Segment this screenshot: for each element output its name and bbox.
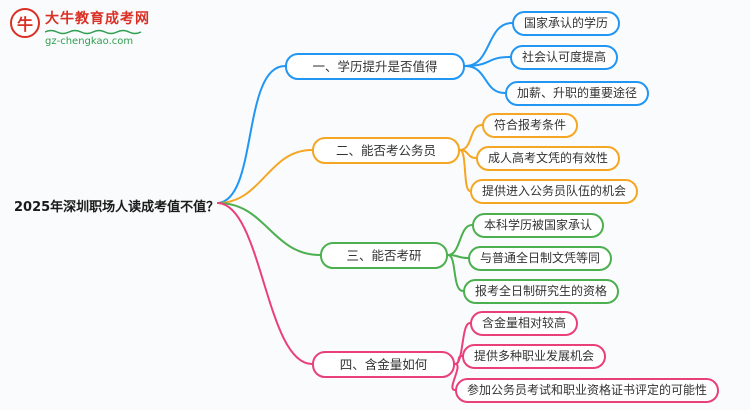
leaf-node-2-3: 提供进入公务员队伍的机会 <box>470 179 639 204</box>
leaf-node-4-1: 含金量相对较高 <box>470 311 579 336</box>
logo-text: 大牛教育成考网 gz-chengkao.com <box>45 8 150 47</box>
site-name: 大牛教育成考网 <box>45 11 150 27</box>
leaf-node-3-1: 本科学历被国家承认 <box>472 213 605 238</box>
connector-b3-l3 <box>447 254 464 292</box>
root-topic: 2025年深圳职场人读成考值不值？ <box>14 200 220 215</box>
site-logo: 牛 大牛教育成考网 gz-chengkao.com <box>10 8 150 47</box>
leaf-node-3-3: 报考全日制研究生的资格 <box>463 279 620 304</box>
leaf-node-1-3: 加薪、升职的重要途径 <box>505 81 650 106</box>
branch-node-3: 三、能否考研 <box>320 242 448 269</box>
connector-b4-l2 <box>454 355 463 365</box>
connector-b2-l2 <box>459 149 477 159</box>
bull-logo-icon: 牛 <box>10 8 40 38</box>
connector-root-branch1 <box>217 65 286 204</box>
connector-b3-l2 <box>447 254 469 259</box>
branch-node-1: 一、学历提升是否值得 <box>285 53 465 80</box>
leaf-node-4-3: 参加公务员考试和职业资格证书评定的可能性 <box>455 378 720 403</box>
leaf-node-2-2: 成人高考文凭的有效性 <box>476 146 621 171</box>
connector-b1-l1 <box>464 22 513 67</box>
leaf-node-4-2: 提供多种职业发展机会 <box>462 344 607 369</box>
leaf-node-1-1: 国家承认的学历 <box>512 11 621 36</box>
connector-b3-l1 <box>447 224 473 256</box>
logo-squiggle-icon <box>45 29 142 35</box>
leaf-node-2-1: 符合报考条件 <box>482 113 579 138</box>
connector-root-branch4 <box>217 202 313 365</box>
leaf-node-3-2: 与普通全日制文凭等同 <box>468 246 613 271</box>
site-url: gz-chengkao.com <box>45 36 134 47</box>
connector-root-branch2 <box>217 149 313 204</box>
branch-node-2: 二、能否考公务员 <box>312 137 460 164</box>
connector-b2-l1 <box>459 124 483 151</box>
connector-root-branch3 <box>217 202 321 256</box>
connector-b1-l3 <box>464 65 506 94</box>
connector-b1-l2 <box>464 56 511 67</box>
leaf-node-1-2: 社会认可度提高 <box>510 45 619 70</box>
connector-b2-l3 <box>459 149 471 192</box>
branch-node-4: 四、含金量如何 <box>312 351 455 378</box>
